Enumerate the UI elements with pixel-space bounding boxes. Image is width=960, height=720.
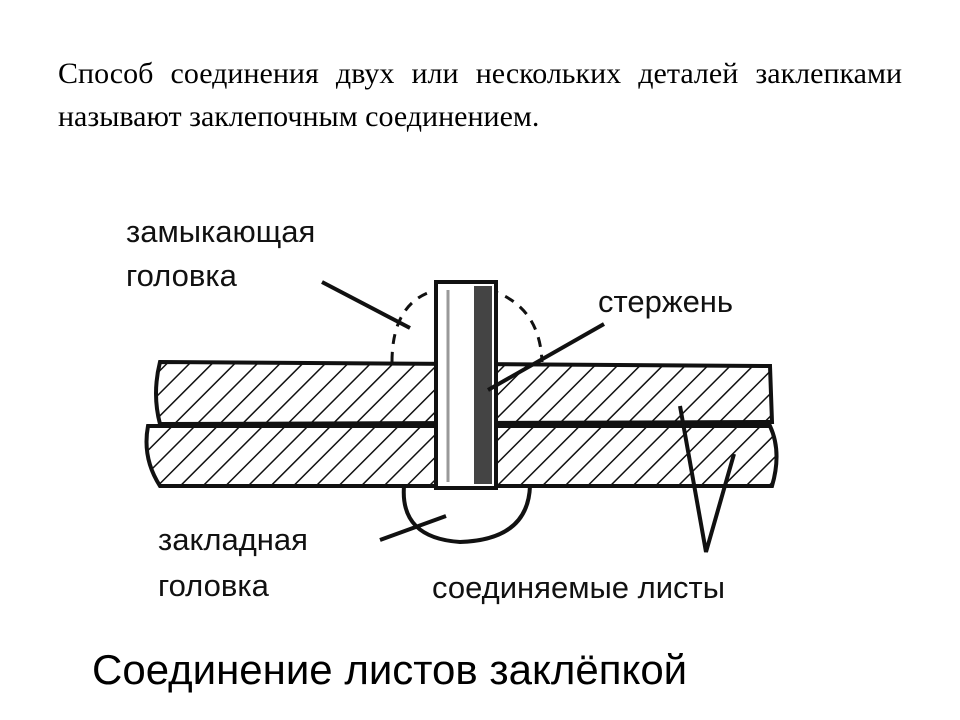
- rivet-shank-shade: [474, 286, 492, 484]
- diagram-caption: Соединение листов заклёпкой: [92, 646, 687, 693]
- leader-embedded-head: [379, 514, 447, 542]
- leader-sheets: [678, 405, 736, 553]
- label-shank: стержень: [598, 284, 733, 319]
- label-embedded-head-2: головка: [158, 568, 270, 603]
- rivet-joint-diagram: замыкающая головка стержень закладная го…: [92, 214, 779, 693]
- label-closing-head-1: замыкающая: [126, 214, 315, 249]
- leader-closing-head: [321, 280, 411, 330]
- label-joined-sheets: соединяемые листы: [432, 570, 725, 605]
- intro-paragraph: Способ соединения двух или нескольких де…: [58, 57, 902, 133]
- leader-shank: [487, 322, 605, 392]
- label-embedded-head-1: закладная: [158, 522, 308, 557]
- label-closing-head-2: головка: [126, 258, 238, 293]
- embedded-head: [401, 484, 533, 545]
